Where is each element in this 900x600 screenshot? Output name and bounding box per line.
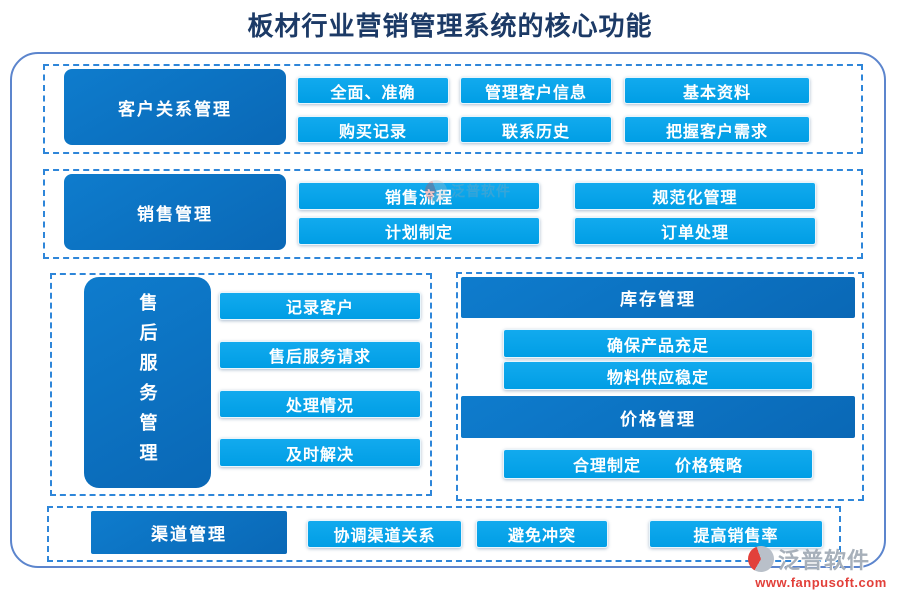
after-sales-header: 售后服务管理 bbox=[84, 277, 211, 488]
section-crm: 客户关系管理 全面、准确 管理客户信息 基本资料 购买记录 联系历史 把握客户需… bbox=[43, 64, 863, 154]
crm-item: 管理客户信息 bbox=[460, 77, 612, 104]
inventory-item: 确保产品充足 bbox=[503, 329, 813, 358]
section-after-sales: 售后服务管理 记录客户 售后服务请求 处理情况 及时解决 bbox=[50, 273, 432, 496]
inventory-header: 库存管理 bbox=[461, 277, 855, 318]
price-item: 合理制定 价格策略 bbox=[503, 449, 813, 479]
crm-item: 把握客户需求 bbox=[624, 116, 810, 143]
inventory-item: 物料供应稳定 bbox=[503, 361, 813, 390]
sales-item: 订单处理 bbox=[574, 217, 816, 245]
crm-item: 购买记录 bbox=[297, 116, 449, 143]
section-sales: 销售管理 销售流程 规范化管理 计划制定 订单处理 bbox=[43, 169, 863, 259]
section-channel: 渠道管理 协调渠道关系 避免冲突 提高销售率 bbox=[47, 506, 841, 562]
channel-item: 协调渠道关系 bbox=[307, 520, 462, 548]
fanpu-logo-url: www.fanpusoft.com bbox=[755, 575, 887, 590]
sales-header: 销售管理 bbox=[64, 174, 286, 250]
crm-item: 基本资料 bbox=[624, 77, 810, 104]
channel-header: 渠道管理 bbox=[91, 511, 287, 554]
price-header: 价格管理 bbox=[461, 396, 855, 438]
sales-item: 规范化管理 bbox=[574, 182, 816, 210]
outer-frame bbox=[10, 52, 886, 568]
fanpu-logo: 泛普软件 www.fanpusoft.com bbox=[748, 543, 894, 590]
section-inventory-price: 库存管理 确保产品充足 物料供应稳定 价格管理 合理制定 价格策略 bbox=[456, 272, 864, 501]
sales-item: 计划制定 bbox=[298, 217, 540, 245]
channel-item: 避免冲突 bbox=[476, 520, 608, 548]
fanpu-logo-text: 泛普软件 bbox=[778, 548, 871, 573]
after-sales-item: 记录客户 bbox=[219, 292, 421, 320]
sales-item: 销售流程 bbox=[298, 182, 540, 210]
after-sales-item: 售后服务请求 bbox=[219, 341, 421, 369]
after-sales-item: 及时解决 bbox=[219, 438, 421, 467]
crm-item: 全面、准确 bbox=[297, 77, 449, 104]
fanpu-logo-icon bbox=[748, 546, 774, 572]
crm-header: 客户关系管理 bbox=[64, 69, 286, 145]
fanpu-logo-row: 泛普软件 bbox=[748, 543, 894, 575]
page-title: 板材行业营销管理系统的核心功能 bbox=[247, 11, 653, 41]
after-sales-item: 处理情况 bbox=[219, 390, 421, 418]
channel-item: 提高销售率 bbox=[649, 520, 823, 548]
crm-item: 联系历史 bbox=[460, 116, 612, 143]
